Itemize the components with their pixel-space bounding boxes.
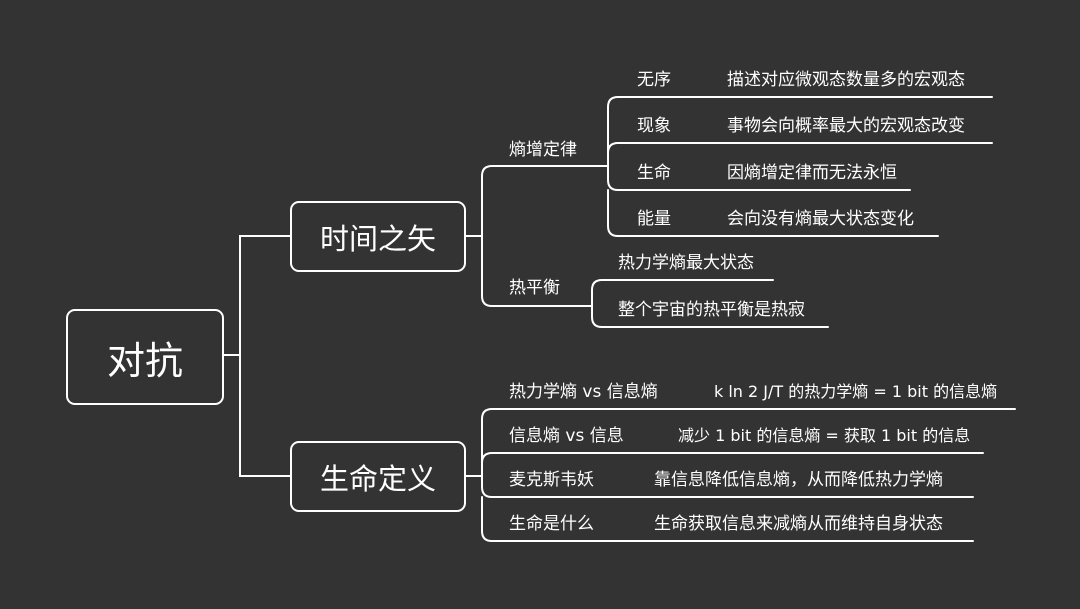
link-time-to-entropy <box>465 165 609 237</box>
entropy-item-key: 生命 <box>637 163 671 183</box>
root-node: 对抗 <box>66 309 224 405</box>
group-thermal-equilibrium: 热平衡 <box>509 278 560 298</box>
branch-life-definition-label: 生命定义 <box>319 461 436 496</box>
entropy-item-value: 描述对应微观态数量多的宏观态 <box>727 70 965 90</box>
equilibrium-item: 整个宇宙的热平衡是热寂 <box>618 300 805 320</box>
branch-time-arrow: 时间之矢 <box>290 201 466 272</box>
group-entropy-law: 熵增定律 <box>509 140 577 160</box>
link-time-to-equilibrium <box>481 235 593 307</box>
entropy-item-key: 现象 <box>637 116 671 136</box>
life-item-key: 热力学熵 vs 信息熵 <box>509 382 658 402</box>
link-life-item-3 <box>481 475 974 498</box>
link-life-item-4 <box>481 496 974 542</box>
link-entropy-item-1 <box>607 96 993 167</box>
link-entropy-item-2 <box>607 142 993 154</box>
equilibrium-item: 热力学熵最大状态 <box>618 253 754 273</box>
link-root-to-time <box>223 235 291 356</box>
branch-life-definition: 生命定义 <box>290 441 466 512</box>
link-equilibrium-item-2 <box>591 305 829 328</box>
entropy-item-key: 能量 <box>637 209 671 229</box>
entropy-item-value: 会向没有熵最大状态变化 <box>727 209 914 229</box>
link-entropy-item-3 <box>607 165 911 191</box>
link-equilibrium-item-1 <box>591 279 774 307</box>
link-root-to-life <box>239 354 291 477</box>
branch-time-arrow-label: 时间之矢 <box>319 221 436 256</box>
root-label: 对抗 <box>106 338 183 383</box>
life-item-value: k ln 2 J/T 的热力学熵 = 1 bit 的信息熵 <box>714 382 998 401</box>
entropy-item-value: 事物会向概率最大的宏观态改变 <box>727 116 965 136</box>
life-item-key: 麦克斯韦妖 <box>509 470 594 490</box>
link-life-item-2 <box>481 452 984 464</box>
life-item-key: 信息熵 vs 信息 <box>509 426 624 446</box>
entropy-item-key: 无序 <box>637 70 671 90</box>
link-entropy-item-4 <box>607 189 939 237</box>
life-item-value: 生命获取信息来减熵从而维持自身状态 <box>654 514 943 534</box>
life-item-value: 靠信息降低信息熵，从而降低热力学熵 <box>654 470 943 490</box>
life-item-key: 生命是什么 <box>509 514 594 534</box>
link-life-item-1 <box>481 408 1016 477</box>
life-item-value: 减少 1 bit 的信息熵 = 获取 1 bit 的信息 <box>678 426 971 445</box>
entropy-item-value: 因熵增定律而无法永恒 <box>727 163 897 183</box>
